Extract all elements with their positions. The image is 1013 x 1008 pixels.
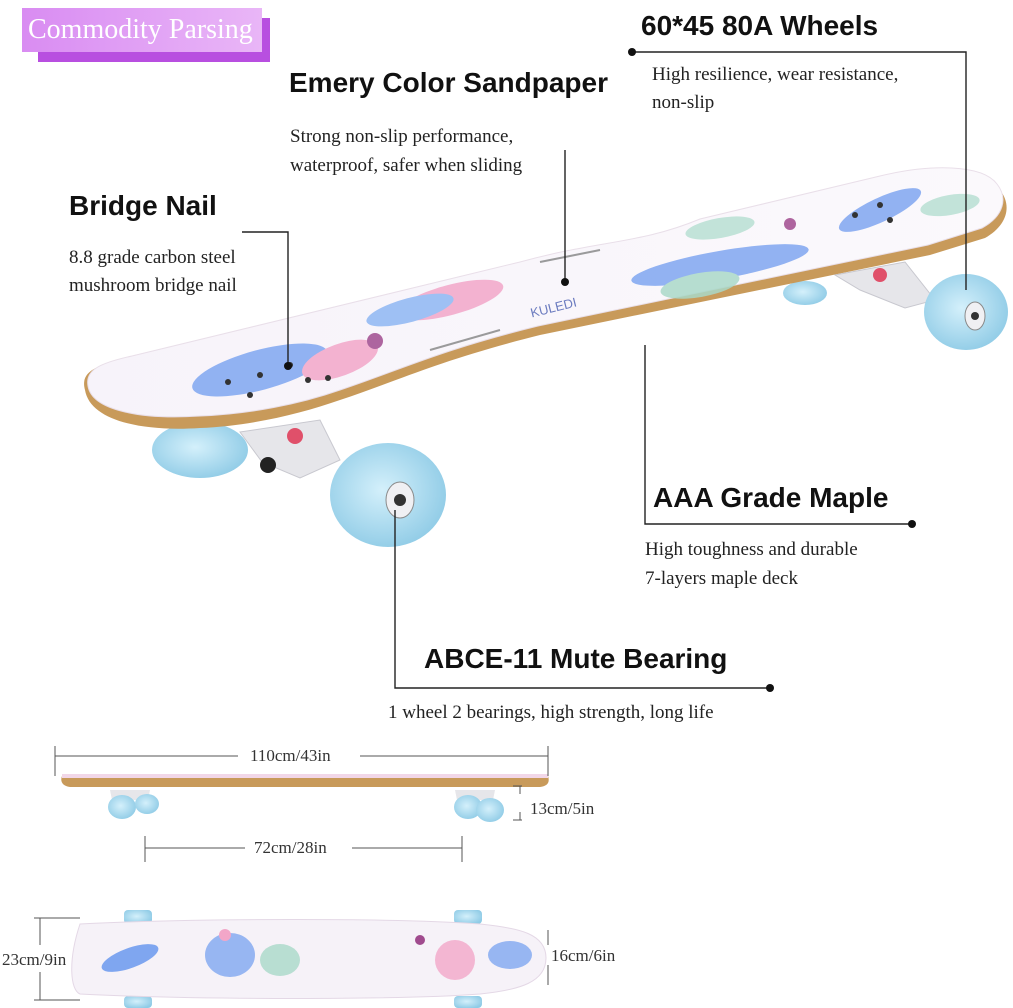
feature-title-sandpaper: Emery Color Sandpaper bbox=[289, 67, 608, 98]
front-truck bbox=[833, 261, 936, 309]
feature-title-wheels: 60*45 80A Wheels bbox=[641, 10, 879, 41]
callout-lines bbox=[242, 51, 967, 689]
feature-desc-maple-line1: High toughness and durable bbox=[645, 539, 858, 560]
dimension-lines bbox=[34, 746, 549, 1001]
commodity-parsing-banner: Commodity Parsing bbox=[22, 8, 270, 62]
feature-desc-wheels-line2: non-slip bbox=[652, 92, 715, 113]
front-left-wheel bbox=[330, 443, 446, 547]
callout-dots bbox=[284, 48, 916, 692]
side-view-board bbox=[61, 774, 549, 822]
feature-title-maple: AAA Grade Maple bbox=[653, 482, 889, 513]
feature-title-bearing: ABCE-11 Mute Bearing bbox=[424, 643, 728, 674]
dimension-deck-end-width: 16cm/6in bbox=[551, 946, 616, 965]
deck-artwork bbox=[192, 188, 980, 397]
feature-desc-wheels-line1: High resilience, wear resistance, bbox=[652, 64, 899, 85]
rear-left-wheel bbox=[152, 422, 248, 478]
feature-desc-maple-line2: 7-layers maple deck bbox=[645, 568, 798, 589]
feature-desc-bridge-nail-line2: mushroom bridge nail bbox=[69, 275, 237, 296]
banner-label: Commodity Parsing bbox=[22, 8, 262, 52]
feature-desc-bridge-nail-line1: 8.8 grade carbon steel bbox=[69, 247, 236, 268]
front-right-wheel-back bbox=[783, 281, 827, 305]
dimension-length: 110cm/43in bbox=[250, 746, 331, 765]
top-view-board bbox=[71, 910, 547, 1008]
rear-truck bbox=[239, 419, 341, 479]
dimension-height: 13cm/5in bbox=[530, 799, 595, 818]
dimension-width: 23cm/9in bbox=[2, 950, 67, 969]
front-right-wheel bbox=[924, 274, 1008, 350]
feature-desc-bearing-line1: 1 wheel 2 bearings, high strength, long … bbox=[388, 702, 714, 723]
dimension-wheelbase: 72cm/28in bbox=[254, 838, 327, 857]
feature-desc-sandpaper-line2: waterproof, safer when sliding bbox=[290, 155, 523, 176]
feature-title-bridge-nail: Bridge Nail bbox=[69, 190, 217, 221]
feature-desc-sandpaper-line1: Strong non-slip performance, bbox=[290, 126, 514, 147]
